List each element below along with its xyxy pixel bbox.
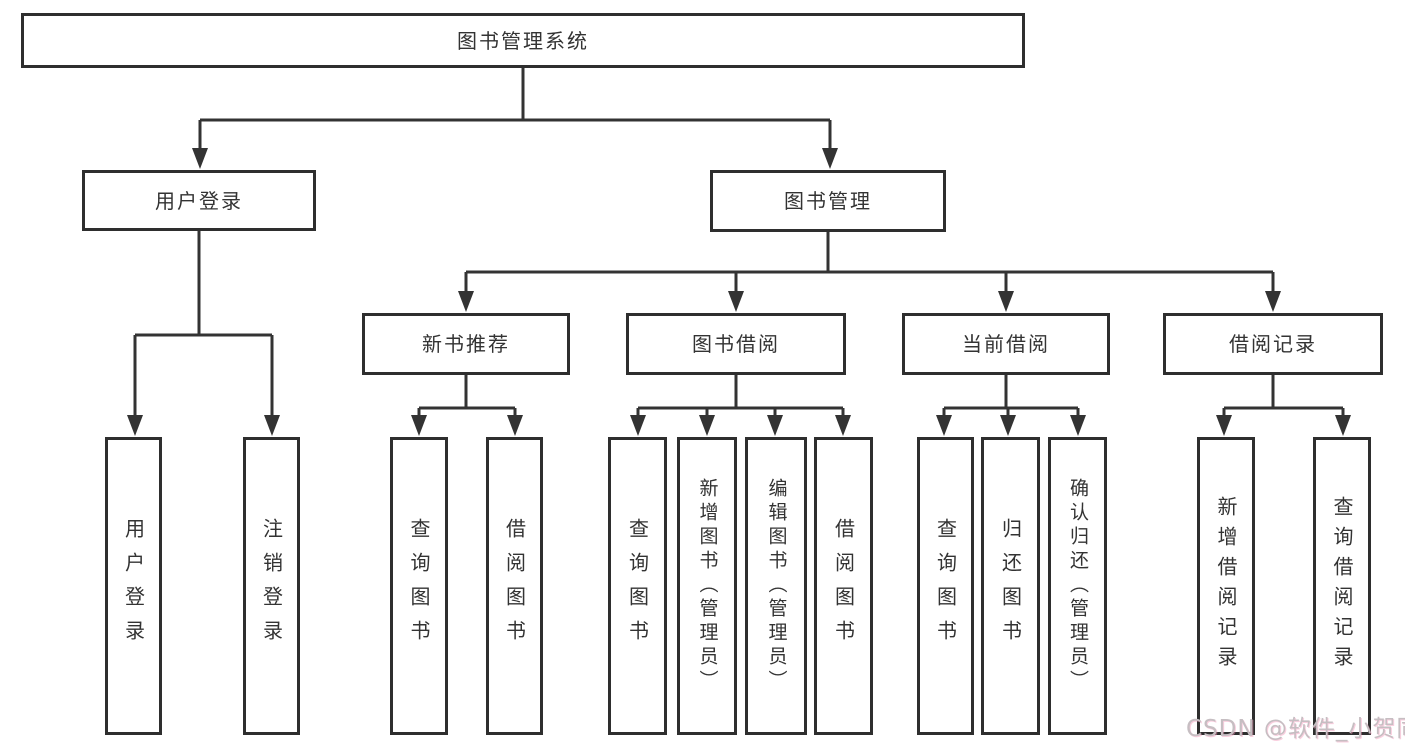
leaf-user-login: 用户登录 [105,437,162,735]
leaf-query-books: 查询图书 [390,437,448,735]
leaf-query-borrow-record: 查询借阅记录 [1313,437,1371,735]
csdn-watermark: CSDN @软件_小贺同学 [1186,716,1405,742]
leaf-logout-login: 注销登录 [243,437,300,735]
node-label: 新增图书（管理员） [696,478,719,694]
node-label: 图书管理 [784,189,872,213]
node-label: 图书管理系统 [457,28,589,53]
node-label: 确认归还（管理员） [1067,478,1089,694]
node-book-borrowing: 图书借阅 [626,313,846,375]
node-label: 新书推荐 [422,332,510,356]
node-label: 查询图书 [625,518,650,654]
node-label: 用户登录 [155,188,243,213]
node-label: 图书借阅 [692,332,780,356]
node-borrowing-records: 借阅记录 [1163,313,1383,375]
node-label: 查询图书 [933,518,958,654]
leaf-add-borrow-record: 新增借阅记录 [1197,437,1255,735]
leaf-confirm-return-admin: 确认归还（管理员） [1048,437,1107,735]
node-new-book-recommendation: 新书推荐 [362,313,570,375]
node-label: 编辑图书（管理员） [765,478,788,694]
leaf-borrow-books: 借阅图书 [486,437,543,735]
leaf-return-books: 归还图书 [981,437,1040,735]
node-label: 用户登录 [121,518,146,654]
node-user-login: 用户登录 [82,170,316,231]
node-library-management-system: 图书管理系统 [21,13,1025,68]
node-book-management: 图书管理 [710,170,946,232]
node-label: 新增借阅记录 [1214,496,1238,676]
node-label: 借阅记录 [1229,332,1317,356]
node-current-borrowing: 当前借阅 [902,313,1110,375]
node-label: 当前借阅 [962,332,1050,356]
node-label: 注销登录 [259,518,284,654]
leaf-edit-books-admin: 编辑图书（管理员） [745,437,807,735]
leaf-add-books-admin: 新增图书（管理员） [677,437,737,735]
node-label: 查询借阅记录 [1330,496,1354,676]
leaf-query-books: 查询图书 [917,437,974,735]
node-label: 查询图书 [407,518,431,654]
leaf-query-books: 查询图书 [608,437,667,735]
leaf-borrow-books: 借阅图书 [814,437,873,735]
node-label: 借阅图书 [831,518,856,654]
node-label: 归还图书 [998,518,1023,654]
node-label: 借阅图书 [502,518,527,654]
